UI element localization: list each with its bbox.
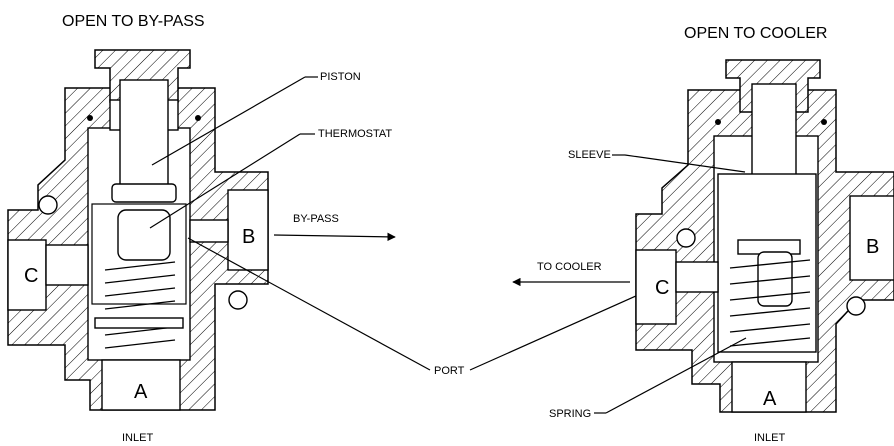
left-port-b-label: B (242, 226, 255, 248)
right-spring (729, 259, 811, 347)
spring-callout: SPRING (549, 408, 591, 420)
right-title: OPEN TO COOLER (684, 25, 827, 42)
left-sleeve (91, 203, 187, 305)
left-seal-left (87, 115, 93, 121)
bypass-label: BY-PASS (293, 213, 339, 225)
thermostat-leader (149, 133, 301, 229)
left-port-a-label: A (134, 381, 148, 403)
spring-leader (605, 337, 747, 414)
port-leader-left (187, 237, 431, 371)
left-seal-right (195, 115, 201, 121)
left-bolt-hole (38, 195, 58, 215)
right-port-c-label: C (655, 277, 669, 299)
left-spring-seat (94, 317, 184, 329)
left-port-b-side (189, 219, 229, 243)
left-thermostat (117, 209, 171, 261)
right-seal-right (821, 119, 827, 125)
right-valve (635, 59, 894, 413)
piston-leader (151, 76, 306, 166)
left-piston-head (111, 183, 177, 203)
right-seal-left (715, 119, 721, 125)
right-port-b (849, 195, 894, 281)
sleeve-callout: SLEEVE (568, 149, 611, 161)
right-bolt-hole (676, 228, 696, 248)
left-valve (7, 49, 269, 411)
right-bolt-hole-2 (846, 296, 866, 316)
left-inlet-label: INLET (122, 432, 153, 444)
right-inlet-label: INLET (754, 432, 785, 444)
right-port-c (635, 249, 677, 325)
left-inlet-port (101, 359, 181, 411)
bypass-arrow (273, 232, 396, 242)
sleeve-leader (624, 154, 746, 173)
to-cooler-label: TO COOLER (537, 261, 602, 273)
right-port-b-label: B (866, 236, 879, 258)
right-port-a-label: A (763, 388, 777, 410)
right-inlet-port (731, 361, 807, 413)
left-port-c-label: C (24, 265, 38, 287)
left-port-c-side (45, 244, 89, 286)
right-port-c-side (675, 261, 719, 293)
left-piston (119, 79, 169, 191)
left-title: OPEN TO BY-PASS (62, 13, 205, 30)
thermostat-callout: THERMOSTAT (318, 128, 392, 140)
port-callout: PORT (434, 365, 465, 377)
left-bolt-hole-2 (228, 290, 248, 310)
piston-callout: PISTON (320, 71, 361, 83)
